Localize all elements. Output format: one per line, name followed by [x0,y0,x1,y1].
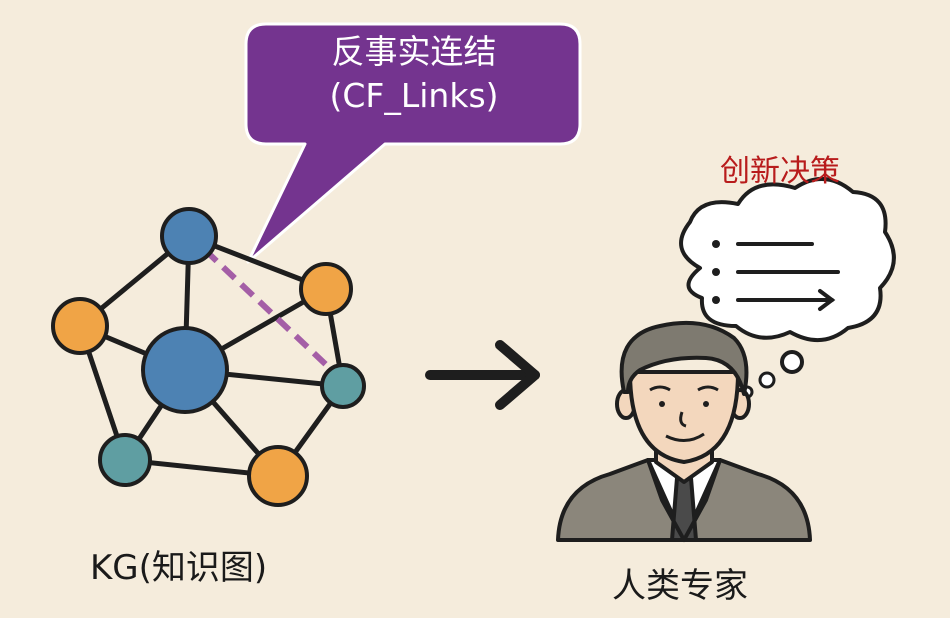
kg-label: KG(知识图) [90,548,268,588]
callout-line-1: 反事实连结 [331,32,497,71]
decision-label: 创新决策 [720,154,840,189]
cf-links-callout-text: 反事实连结 (CF_Links) [248,30,580,118]
kg-node-bottom-left [98,433,152,487]
arrow-icon [425,340,540,410]
kg-node-bottom-right [247,445,309,507]
kg-node-left [51,297,109,355]
cf-links-callout [244,22,582,264]
kg-node-right-teal [320,363,366,409]
thought-cloud-icon [679,176,896,399]
expert-person-icon [556,320,812,542]
expert-label: 人类专家 [612,566,748,606]
kg-node-right-orange [299,262,353,316]
kg-nodes [51,207,366,507]
kg-node-center [141,326,229,414]
callout-line-2: (CF_Links) [329,76,499,115]
kg-node-top [160,207,218,265]
cf-link-dashed [202,247,341,379]
